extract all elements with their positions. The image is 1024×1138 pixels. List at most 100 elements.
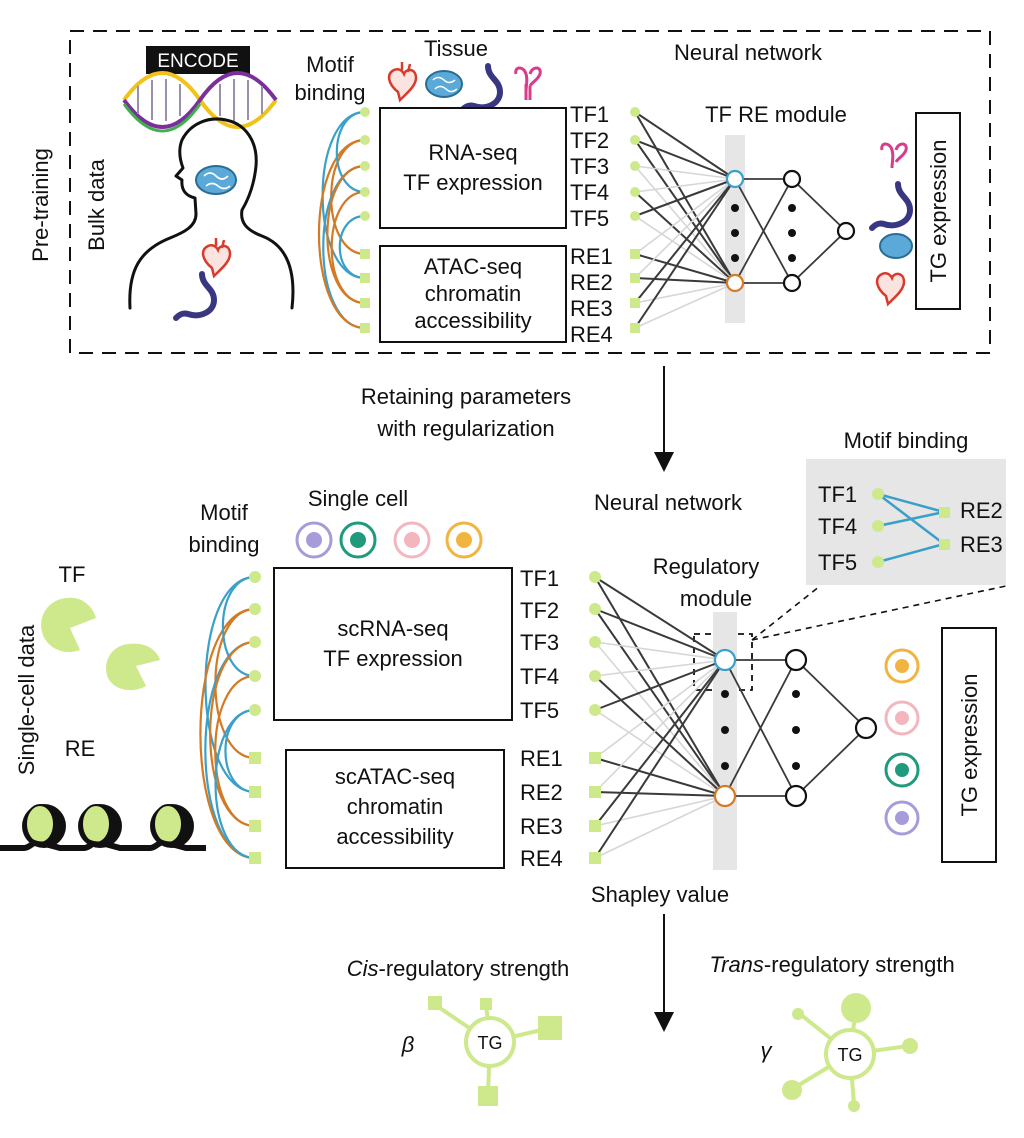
top-re-label: RE3 [570, 296, 613, 321]
motif-re-node [360, 249, 370, 259]
bottom-tf-labels: TF1 TF2 TF3 TF4 TF5 [520, 566, 559, 723]
tissue-label: Tissue [424, 36, 488, 61]
motif-tf-node [360, 187, 370, 197]
motif-binding-arc [204, 575, 256, 794]
top-neural-network [317, 107, 856, 333]
input-hidden-edge [634, 178, 736, 329]
tf-circle-node [848, 1100, 860, 1112]
bulk-data-label: Bulk data [84, 158, 109, 250]
input-hidden-edge [634, 191, 736, 284]
input-hidden-edge [594, 576, 726, 797]
input-re-node [589, 852, 601, 864]
hidden-second-edge [734, 178, 793, 284]
ellipsis-dot [792, 762, 800, 770]
scrna-seq-box [273, 567, 513, 721]
re-square-node [538, 1016, 562, 1040]
motif-binding-label-bottom: Motif [200, 500, 249, 525]
second-layer-node [782, 273, 802, 293]
ellipsis-dot [792, 690, 800, 698]
motif-binding-arc [338, 214, 366, 280]
input-hidden-edge [634, 139, 736, 284]
input-hidden-edge [594, 608, 726, 797]
input-hidden-edge [634, 178, 736, 217]
encode-logo: ENCODE [122, 46, 278, 133]
top-re-label: RE1 [570, 244, 613, 269]
trans-regulatory-graph: TG γ [761, 993, 918, 1112]
bottom-re-label: RE3 [520, 814, 563, 839]
retaining-parameters-line1: Retaining parameters [361, 384, 571, 409]
scatac-seq-box-line3: accessibility [336, 824, 453, 849]
motif-binding-arc [221, 575, 256, 678]
tg-node-trans-label: TG [838, 1045, 863, 1065]
human-silhouette-icon [128, 117, 295, 310]
second-output-edge [795, 727, 867, 797]
motif-re-node [360, 323, 370, 333]
re-module-node [725, 273, 745, 293]
motif-binding-inset-title: Motif binding [844, 428, 969, 453]
motif-re-node [360, 298, 370, 308]
inset-re-label: RE3 [960, 532, 1003, 557]
tissue-brain-icon [425, 70, 463, 98]
input-hidden-edge [594, 641, 726, 661]
input-hidden-edge [594, 791, 726, 797]
second-output-edge [795, 659, 867, 729]
tg-cell-pink-icon [884, 700, 920, 736]
input-hidden-edge [594, 675, 726, 797]
ellipsis-dot [788, 204, 796, 212]
trans-italic: Trans [709, 952, 764, 977]
atac-seq-box-line2: chromatin [425, 281, 522, 306]
top-tf-label: TF4 [570, 180, 609, 205]
scrna-seq-box-line2: TF expression [323, 646, 462, 671]
re-square-node [480, 998, 492, 1010]
cis-italic: Cis [347, 956, 379, 981]
motif-tf-node [249, 603, 261, 615]
inset-re-labels: RE2 RE3 [960, 498, 1003, 557]
inset-re-label: RE2 [960, 498, 1003, 523]
bottom-neural-network [199, 571, 878, 870]
regulatory-module-label-2: module [680, 586, 752, 611]
top-tg-expression-box [915, 112, 961, 310]
input-hidden-edge [634, 165, 736, 284]
motif-tf-node [360, 161, 370, 171]
input-hidden-edge [594, 641, 726, 797]
top-re-labels: RE1 RE2 RE3 RE4 [570, 244, 613, 347]
second-output-edge [791, 178, 847, 232]
ellipsis-dot [731, 254, 739, 262]
encode-logo-text: ENCODE [157, 51, 238, 72]
top-tg-expression-label: TG expression [926, 139, 951, 282]
input-tf-node [630, 187, 640, 197]
top-tf-labels: TF1 TF2 TF3 TF4 TF5 [570, 102, 609, 231]
dna-helix-icon [122, 71, 278, 133]
scatac-seq-box [285, 749, 505, 869]
pretraining-dashed-frame [69, 30, 991, 354]
neural-network-label-bottom: Neural network [594, 490, 743, 515]
motif-binding-arc [214, 674, 256, 828]
top-tf-label: TF2 [570, 128, 609, 153]
tf-module-node [713, 648, 737, 672]
bottom-tg-expression-box [941, 627, 997, 863]
bottom-tf-label: TF4 [520, 664, 559, 689]
shapley-value-label: Shapley value [591, 882, 729, 907]
bottom-re-label: RE1 [520, 746, 563, 771]
motif-binding-label-top: Motif [306, 52, 355, 77]
scatac-seq-box-line1: scATAC-seq [335, 764, 455, 789]
heart-icon [201, 238, 232, 279]
tg-cell-orange-icon [884, 648, 920, 684]
input-tf-node [630, 161, 640, 171]
single-cell-label: Single cell [308, 486, 408, 511]
bottom-re-label: RE4 [520, 846, 563, 871]
second-layer-node [784, 648, 808, 672]
tg-stomach-icon [869, 181, 914, 231]
top-tf-label: TF5 [570, 206, 609, 231]
scatac-seq-box-line2: chromatin [347, 794, 444, 819]
input-hidden-edge [634, 282, 736, 329]
motif-binding-arc [214, 708, 256, 860]
input-hidden-edge [634, 178, 736, 279]
bottom-tf-label: TF3 [520, 630, 559, 655]
tf-protein-icon [106, 643, 160, 691]
motif-tf-node [249, 670, 261, 682]
input-re-node [589, 752, 601, 764]
top-re-label: RE2 [570, 270, 613, 295]
inset-tf-label: TF5 [818, 550, 857, 575]
